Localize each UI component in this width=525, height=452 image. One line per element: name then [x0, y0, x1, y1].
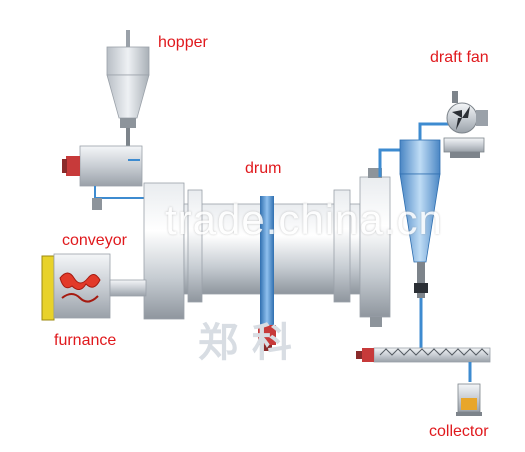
drum [143, 168, 391, 351]
watermark-chinese: 郑 科 [198, 320, 292, 366]
collector-bin [456, 383, 482, 416]
watermark-text: trade.china.cn [165, 196, 443, 243]
label-drum: drum [245, 160, 282, 177]
screw-feeder [62, 145, 178, 210]
label-furnance: furnance [54, 332, 117, 349]
label-draft-fan: draft fan [430, 49, 489, 66]
label-conveyor: conveyor [62, 232, 127, 249]
label-hopper: hopper [158, 34, 208, 51]
furnace [41, 253, 147, 321]
cyclone [378, 122, 452, 352]
hopper [106, 30, 150, 146]
draft-fan [443, 91, 488, 158]
bottom-conveyor [356, 347, 491, 382]
label-collector: collector [429, 423, 489, 440]
